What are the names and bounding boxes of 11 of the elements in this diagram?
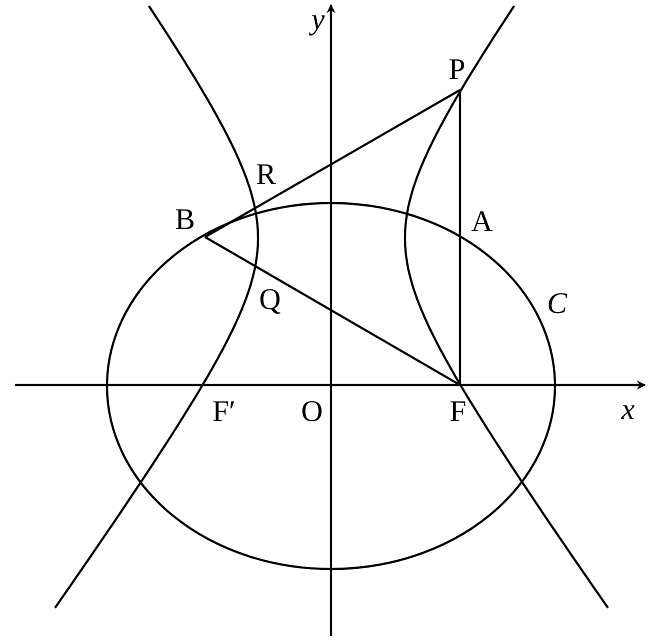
point-label: O	[301, 397, 323, 427]
point-label: F′	[212, 397, 236, 427]
curve-label: C	[547, 289, 567, 319]
point-label: R	[256, 160, 276, 190]
axis-label: x	[621, 395, 635, 425]
point-label: B	[175, 205, 195, 235]
point-label: F	[450, 397, 466, 427]
axis-label: y	[311, 5, 325, 35]
point-label: A	[471, 207, 493, 237]
point-label: Q	[259, 285, 281, 315]
point-label: P	[448, 55, 466, 85]
